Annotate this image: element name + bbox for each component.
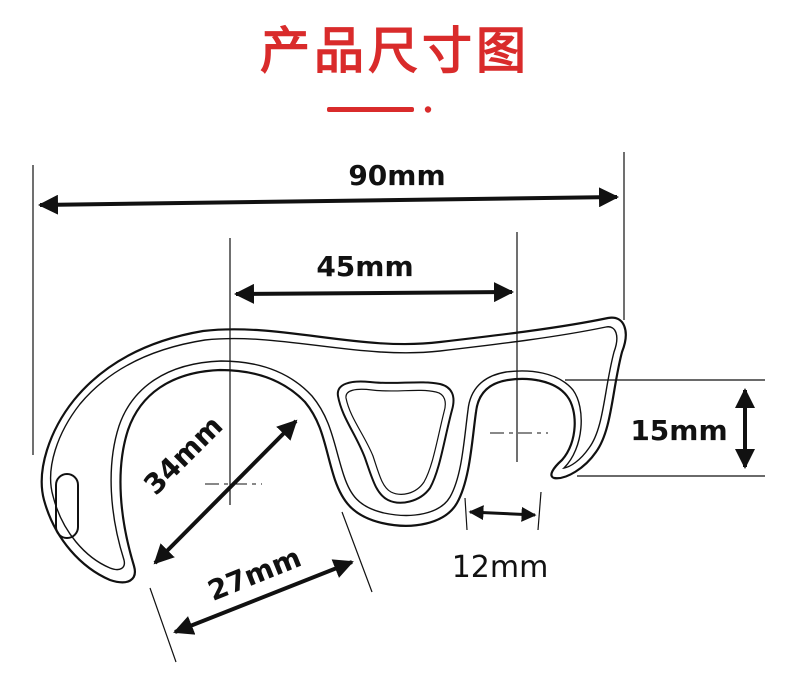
ext-line-27-left <box>149 587 177 663</box>
center-hole-inner <box>345 388 446 495</box>
hook-diameter-arrow <box>153 419 298 565</box>
label-slot-height: 15mm <box>630 414 727 447</box>
outer-contour <box>40 316 627 584</box>
label-hook-diameter: 34mm <box>137 409 229 501</box>
ext-line-12-right <box>537 491 542 531</box>
center-hole <box>336 380 455 504</box>
extension-lines <box>32 152 765 663</box>
inner-contour <box>49 326 618 571</box>
overall-width-arrow <box>38 187 619 215</box>
product-outline <box>40 316 627 584</box>
dimension-arrows <box>38 187 755 635</box>
title-underline <box>327 106 432 113</box>
page-title: 产品尺寸图 <box>260 22 530 80</box>
end-slot <box>55 473 79 539</box>
underline-dot <box>424 106 432 113</box>
ext-line-27-right <box>341 511 373 593</box>
ext-line-12-left <box>464 497 468 531</box>
inner-span-arrow <box>234 282 514 304</box>
label-inner-span: 45mm <box>316 250 413 283</box>
underline-bar <box>327 107 414 112</box>
label-overall-width: 90mm <box>348 159 445 192</box>
label-slot-width: 12mm <box>452 550 549 585</box>
label-hook-opening: 27mm <box>203 541 306 608</box>
slot-width-arrow <box>468 505 537 522</box>
hook-opening-arrow <box>173 559 354 635</box>
